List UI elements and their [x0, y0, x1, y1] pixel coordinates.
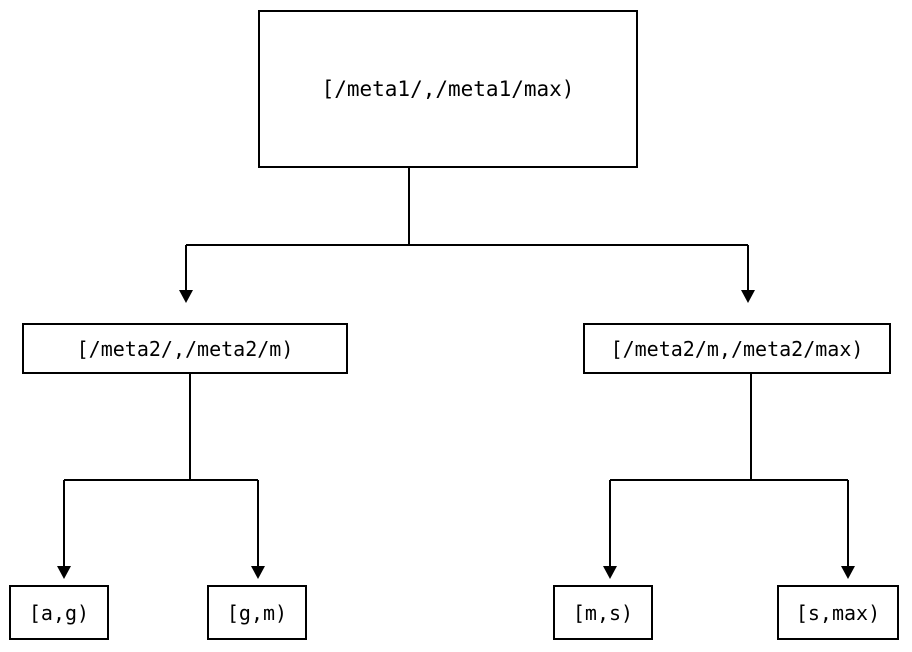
node-leaf-a-g-label: [a,g) — [28, 600, 90, 625]
node-mid-left[interactable]: [/meta2/,/meta2/m) — [22, 323, 348, 374]
node-mid-right[interactable]: [/meta2/m,/meta2/max) — [583, 323, 891, 374]
edge-mid-left-to-leaves — [57, 374, 265, 579]
arrowhead-mid-right-to-leaf-3 — [603, 566, 617, 579]
node-root-label: [/meta1/,/meta1/max) — [321, 76, 575, 101]
node-root[interactable]: [/meta1/,/meta1/max) — [258, 10, 638, 168]
node-leaf-g-m[interactable]: [g,m) — [207, 585, 307, 640]
edge-root-to-mid-level — [179, 168, 755, 303]
node-leaf-s-max-label: [s,max) — [795, 600, 881, 625]
node-mid-left-label: [/meta2/,/meta2/m) — [76, 336, 294, 361]
node-mid-right-label: [/meta2/m,/meta2/max) — [610, 336, 864, 361]
node-leaf-s-max[interactable]: [s,max) — [777, 585, 899, 640]
arrowhead-root-to-mid-right — [741, 290, 755, 303]
arrowhead-mid-left-to-leaf-1 — [57, 566, 71, 579]
arrowhead-mid-right-to-leaf-4 — [841, 566, 855, 579]
arrowhead-root-to-mid-left — [179, 290, 193, 303]
node-leaf-a-g[interactable]: [a,g) — [9, 585, 109, 640]
arrowhead-mid-left-to-leaf-2 — [251, 566, 265, 579]
node-leaf-m-s[interactable]: [m,s) — [553, 585, 653, 640]
node-leaf-g-m-label: [g,m) — [226, 600, 288, 625]
node-leaf-m-s-label: [m,s) — [572, 600, 634, 625]
edge-mid-right-to-leaves — [603, 374, 855, 579]
